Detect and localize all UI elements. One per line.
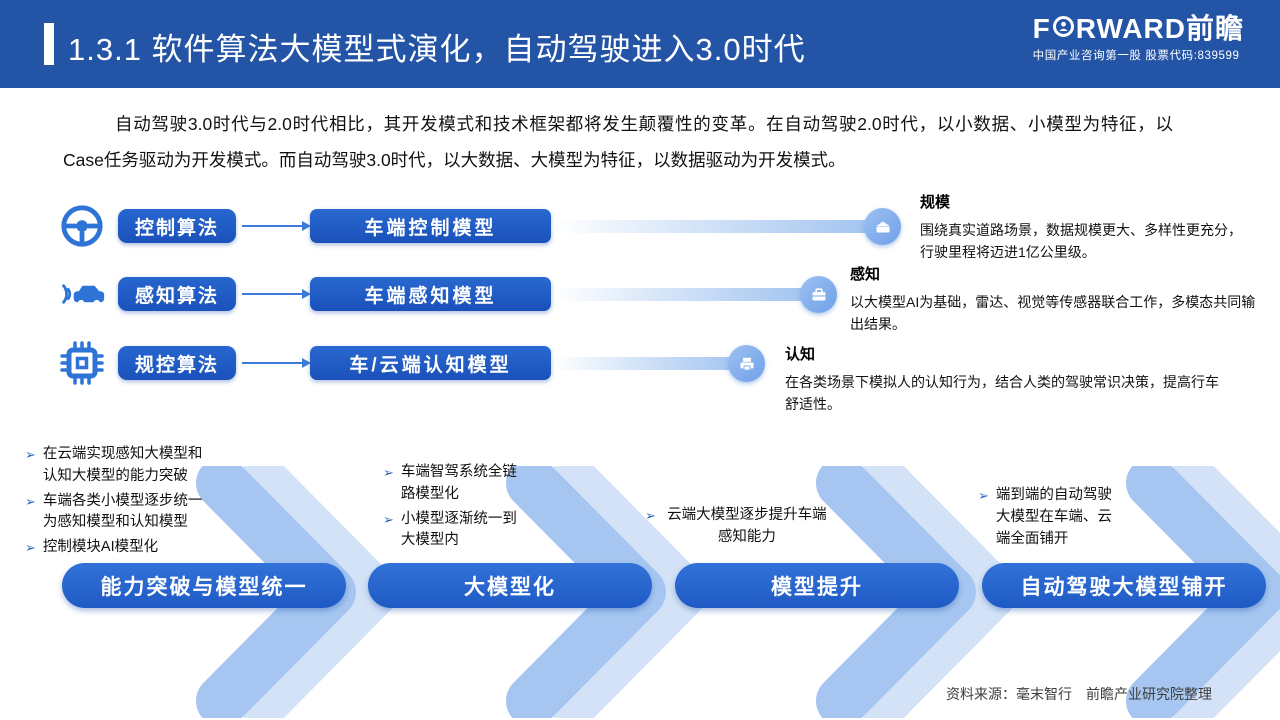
bullet-item: ➢ 小模型逐渐统一到大模型内 <box>383 509 529 553</box>
gradient-arrow <box>554 220 884 233</box>
arrow-bullet-icon: ➢ <box>645 508 656 523</box>
result-text: 规模 围绕真实道路场景，数据规模更大、多样性更充分，行驶里程将迈进1亿公里级。 <box>920 191 1252 264</box>
bullet-text: 车端智驾系统全链路模型化 <box>400 464 517 502</box>
result-desc: 以大模型AI为基础，雷达、视觉等传感器联合工作，多模态共同输出结果。 <box>850 294 1256 333</box>
arrow-bullet-icon: ➢ <box>25 540 36 555</box>
forward-logo: F RWARD前瞻 中国产业咨询第一股 股票代码:839599 <box>1033 15 1244 63</box>
stage-banner: 自动驾驶大模型铺开 <box>982 563 1266 608</box>
gradient-arrow <box>554 357 746 370</box>
header-bar: 1.3.1 软件算法大模型式演化，自动驾驶进入3.0时代 F RWARD前瞻 中… <box>0 0 1280 88</box>
stage-bullets: ➢ 端到端的自动驾驶大模型在车端、云端全面铺开 <box>978 485 1124 553</box>
stage-banner: 模型提升 <box>675 563 959 608</box>
steering-wheel-icon <box>58 202 106 250</box>
stage-banner: 大模型化 <box>368 563 652 608</box>
forward-logo-o-icon <box>1052 15 1075 43</box>
gradient-arrow <box>554 288 818 301</box>
bullet-text: 云端大模型逐步提升车端感知能力 <box>667 507 827 545</box>
arrow-right-connector <box>242 357 311 368</box>
arrow-right-connector <box>242 288 311 299</box>
bullet-text: 控制模块AI模型化 <box>42 539 159 555</box>
logo-tagline: 中国产业咨询第一股 股票代码:839599 <box>1032 50 1240 62</box>
bullet-item: ➢ 云端大模型逐步提升车端感知能力 <box>645 505 831 549</box>
model-box: 车端感知模型 <box>310 277 551 311</box>
flow-row-planning: 规控算法 车/云端认知模型 认知 在各类场景下模拟人的认知行为，结合人类的驾驶常… <box>0 332 1280 412</box>
arrow-bullet-icon: ➢ <box>25 447 36 462</box>
stage-banner: 能力突破与模型统一 <box>62 563 346 608</box>
result-text: 认知 在各类场景下模拟人的认知行为，结合人类的驾驶常识决策，提高行车舒适性。 <box>785 343 1225 416</box>
bullet-item: ➢ 车端智驾系统全链路模型化 <box>383 462 529 506</box>
arrow-bullet-icon: ➢ <box>383 465 394 480</box>
model-box: 车端控制模型 <box>310 209 551 243</box>
bullet-item: ➢ 在云端实现感知大模型和认知大模型的能力突破 <box>25 444 211 488</box>
forward-logo-text: F RWARD前瞻 <box>1033 15 1244 43</box>
arrow-right-connector <box>242 220 311 231</box>
flow-row-perception: 感知算法 车端感知模型 感知 以大模型AI为基础，雷达、视觉等传感器联合工作，多… <box>0 263 1280 335</box>
result-title: 感知 <box>850 266 881 283</box>
stage-bullets: ➢ 云端大模型逐步提升车端感知能力 <box>645 505 831 552</box>
page-title: 1.3.1 软件算法大模型式演化，自动驾驶进入3.0时代 <box>68 32 806 67</box>
bullet-text: 端到端的自动驾驶大模型在车端、云端全面铺开 <box>995 487 1112 547</box>
algorithm-pill: 控制算法 <box>118 209 236 243</box>
bullet-item: ➢ 车端各类小模型逐步统一为感知模型和认知模型 <box>25 491 211 535</box>
title-accent-bar <box>44 23 54 65</box>
bullet-item: ➢ 控制模块AI模型化 <box>25 537 211 559</box>
stage-bullets: ➢ 在云端实现感知大模型和认知大模型的能力突破 ➢ 车端各类小模型逐步统一为感知… <box>25 444 211 562</box>
model-box: 车/云端认知模型 <box>310 346 551 380</box>
stage-bullets: ➢ 车端智驾系统全链路模型化 ➢ 小模型逐渐统一到大模型内 <box>383 462 529 555</box>
result-text: 感知 以大模型AI为基础，雷达、视觉等传感器联合工作，多模态共同输出结果。 <box>850 263 1258 336</box>
result-title: 认知 <box>785 346 816 363</box>
bullet-text: 车端各类小模型逐步统一为感知模型和认知模型 <box>42 492 203 531</box>
result-desc: 围绕真实道路场景，数据规模更大、多样性更充分，行驶里程将迈进1亿公里级。 <box>920 222 1242 261</box>
chip-icon <box>58 339 106 387</box>
inbox-icon <box>864 208 901 245</box>
algorithm-pill: 感知算法 <box>118 277 236 311</box>
printer-icon <box>728 345 765 382</box>
source-note: 资料来源：毫末智行 前瞻产业研究院整理 <box>946 686 1212 702</box>
arrow-bullet-icon: ➢ <box>978 488 989 503</box>
bullet-item: ➢ 端到端的自动驾驶大模型在车端、云端全面铺开 <box>978 485 1124 550</box>
logo-suffix: RWARD前瞻 <box>1075 13 1244 44</box>
algorithm-pill: 规控算法 <box>118 346 236 380</box>
logo-prefix: F <box>1032 13 1051 44</box>
car-sensor-icon <box>58 270 106 318</box>
intro-paragraph: 自动驾驶3.0时代与2.0时代相比，其开发模式和技术框架都将发生颠覆性的变革。在… <box>63 114 1173 170</box>
bullet-text: 小模型逐渐统一到大模型内 <box>400 510 517 549</box>
arrow-bullet-icon: ➢ <box>383 511 394 527</box>
arrow-bullet-icon: ➢ <box>25 493 36 509</box>
briefcase-icon <box>800 276 837 313</box>
result-desc: 在各类场景下模拟人的认知行为，结合人类的驾驶常识决策，提高行车舒适性。 <box>785 374 1219 413</box>
flow-row-control: 控制算法 车端控制模型 规模 围绕真实道路场景，数据规模更大、多样性更充分，行驶… <box>0 194 1280 267</box>
result-title: 规模 <box>920 194 951 211</box>
bullet-text: 在云端实现感知大模型和认知大模型的能力突破 <box>42 446 203 484</box>
